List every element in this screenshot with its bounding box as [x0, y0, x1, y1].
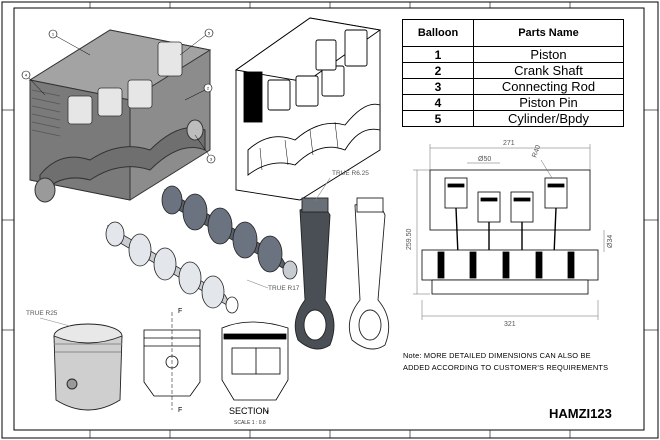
dimension-text: 271 Ø50 R40 259.50 Ø34 321: [406, 140, 614, 328]
dim-bore: Ø50: [478, 156, 491, 163]
author-signature: HAMZI123: [549, 406, 612, 421]
engine-block-iso: [28, 29, 212, 203]
dim-overall-width: 271: [503, 140, 515, 147]
piston-section: [221, 321, 289, 401]
svg-text:2: 2: [207, 86, 210, 91]
crankshaft-iso-large: [161, 185, 298, 280]
connecting-rod-dark: [294, 197, 335, 350]
leader-r625: [314, 177, 331, 202]
engine-block-section: [234, 17, 382, 201]
part-name: Piston: [473, 46, 624, 63]
balloon-5: 5: [179, 28, 214, 56]
balloon-number: 3: [402, 78, 474, 95]
crankshaft-iso-small: [105, 221, 239, 314]
dim-base-width: 321: [504, 321, 516, 328]
front-elevation: [421, 169, 599, 295]
svg-text:5: 5: [208, 31, 211, 36]
header-balloon: Balloon: [402, 19, 474, 47]
balloon-2: 2: [184, 83, 213, 101]
piston-front: [143, 312, 201, 410]
dim-radius: R40: [531, 144, 542, 159]
balloon-number: 5: [402, 110, 474, 127]
balloon-4: 4: [21, 70, 46, 96]
section-marker-top: F: [178, 308, 182, 315]
inner-border: [13, 7, 645, 431]
balloon-number: 1: [402, 46, 474, 63]
part-name: Crank Shaft: [473, 62, 624, 79]
svg-text:1: 1: [52, 32, 55, 37]
section-scale: SCALE 1 : 0.8: [234, 420, 266, 426]
section-marker-bottom: F: [178, 407, 182, 414]
balloon-number: 4: [402, 94, 474, 111]
balloon-1: 1: [48, 29, 91, 56]
part-name: Cylinder/Bpdy: [473, 110, 624, 127]
connecting-rod-outline: [348, 197, 390, 350]
piston-iso: [53, 323, 123, 411]
piston-radius-label: TRUE R25: [26, 310, 58, 317]
table-header-row: Balloon Parts Name: [402, 19, 624, 47]
balloon-number: 2: [402, 62, 474, 79]
dim-main-diameter: Ø34: [607, 235, 614, 248]
svg-text:4: 4: [25, 73, 28, 78]
rod-radius-label: TRUE R6.25: [332, 170, 369, 177]
leader-r17: [246, 279, 269, 289]
svg-text:3: 3: [210, 157, 213, 162]
balloons: 1 5 4 2 3: [21, 28, 216, 164]
note-line-2: ADDED ACCORDING TO CUSTOMER'S REQUIREMEN…: [403, 363, 609, 372]
customer-note: Note: MORE DETAILED DIMENSIONS CAN ALSO …: [403, 350, 633, 374]
section-subtitle: F-F: [263, 409, 270, 414]
dimension-lines: [413, 144, 605, 320]
note-line-1: Note: MORE DETAILED DIMENSIONS CAN ALSO …: [403, 351, 591, 360]
header-parts-name: Parts Name: [473, 19, 624, 47]
crank-radius-label: TRUE R17: [268, 285, 300, 292]
balloon-3: 3: [194, 134, 216, 164]
part-name: Piston Pin: [473, 94, 624, 111]
section-title: SECTION: [229, 406, 270, 416]
part-name: Connecting Rod: [473, 78, 624, 95]
leader-r25: [39, 317, 71, 327]
dim-height: 259.50: [406, 228, 413, 250]
